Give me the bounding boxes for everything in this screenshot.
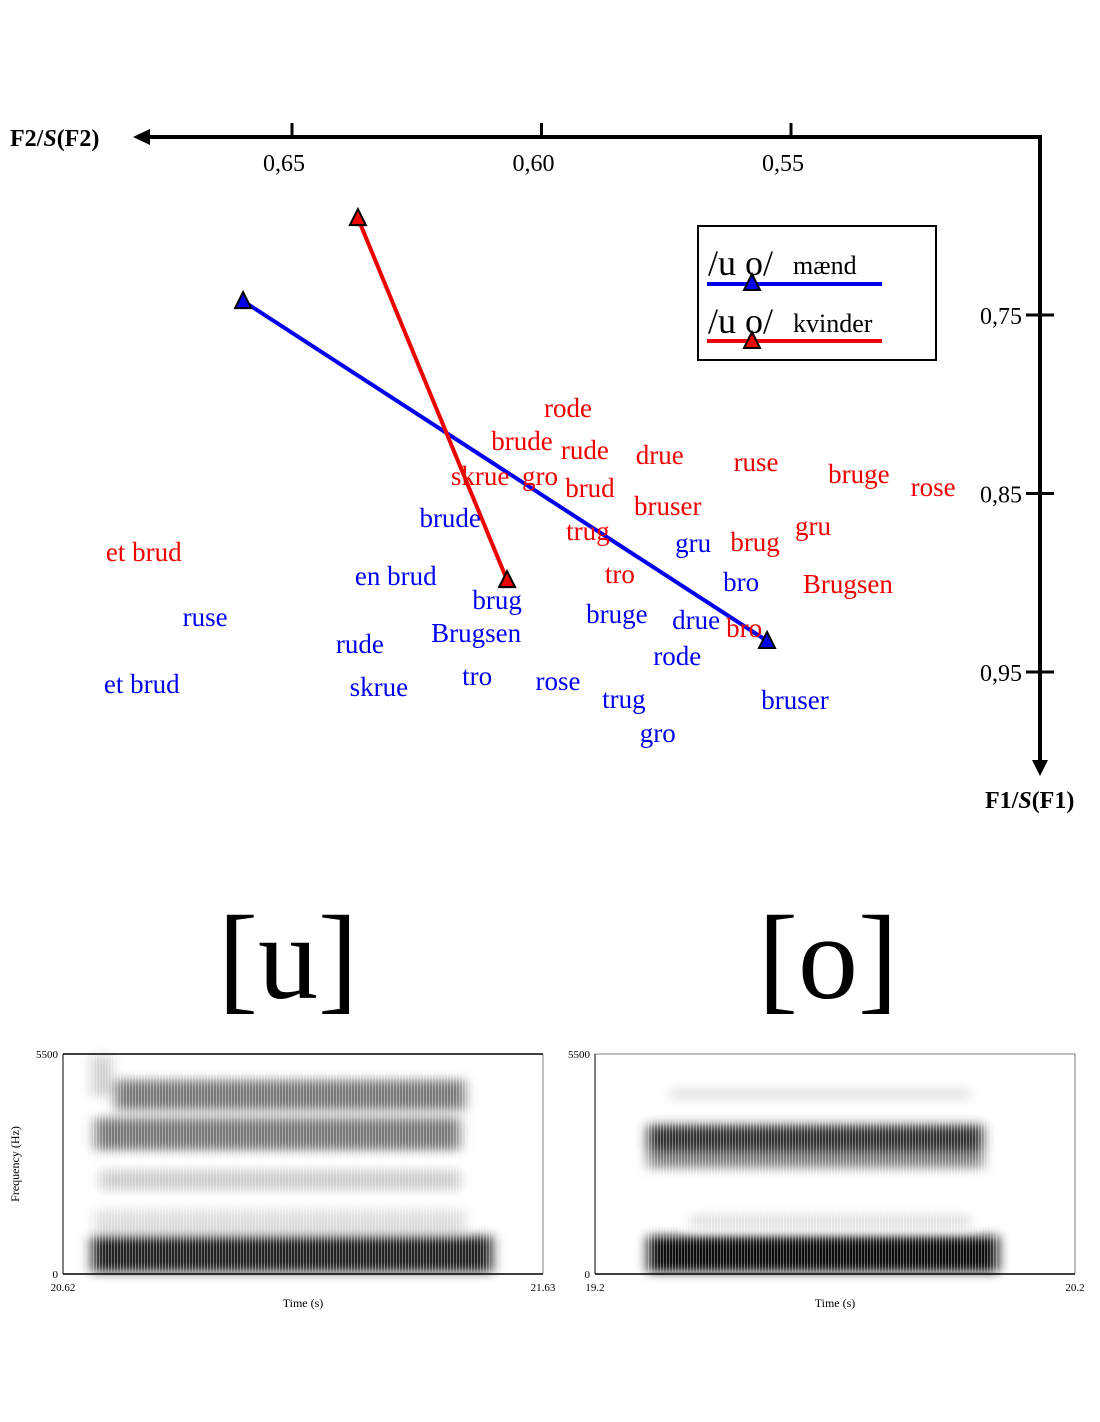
- spectrogram-u: 5500 0 20.62 21.63 Time (s) Frequency (H…: [8, 1049, 556, 1310]
- svg-text:20.62: 20.62: [51, 1282, 76, 1294]
- y-tick-label: 0,85: [980, 483, 1022, 509]
- point-label-mænd: rode: [653, 641, 701, 671]
- point-label-kvinder: bro: [726, 613, 762, 643]
- x-tick-label: 0,55: [762, 151, 804, 177]
- svg-text:0: 0: [53, 1269, 59, 1281]
- point-label-mænd: Brugsen: [431, 618, 521, 648]
- x-tick-label: 0,60: [513, 151, 555, 177]
- point-label-kvinder: rode: [544, 393, 592, 423]
- point-label-mænd: drue: [672, 605, 720, 635]
- point-label-mænd: gro: [640, 718, 676, 748]
- svg-text:kvinder: kvinder: [793, 309, 873, 338]
- triangle-marker-icon: [497, 568, 517, 589]
- point-label-mænd: ruse: [183, 602, 228, 632]
- triangle-marker-icon: [742, 271, 762, 291]
- svg-text:mænd: mænd: [793, 251, 857, 280]
- svg-text:Frequency (Hz): Frequency (Hz): [8, 1126, 22, 1202]
- point-label-kvinder: drue: [636, 440, 684, 470]
- point-label-kvinder: gro: [522, 461, 558, 491]
- point-label-mænd: et brud: [104, 669, 180, 699]
- point-label-mænd: bro: [723, 567, 759, 597]
- point-label-mænd: skrue: [350, 672, 408, 702]
- svg-text:5500: 5500: [36, 1049, 59, 1061]
- x-axis-label: F2/S(F2): [10, 126, 99, 152]
- point-label-mænd: en brud: [355, 561, 437, 591]
- point-label-mænd: bruser: [761, 685, 828, 715]
- y-axis-label: F1/S(F1): [985, 788, 1074, 814]
- trajectory-line-mænd: [242, 299, 769, 643]
- trajectory-line-kvinder: [356, 217, 509, 581]
- svg-text:Time (s): Time (s): [283, 1296, 324, 1310]
- point-label-kvinder: tro: [605, 559, 635, 589]
- point-label-mænd: tro: [462, 661, 492, 691]
- point-label-kvinder: brud: [565, 473, 615, 503]
- svg-text:20.2: 20.2: [1065, 1282, 1084, 1294]
- svg-text:19.2: 19.2: [585, 1282, 604, 1294]
- point-label-mænd: brude: [419, 503, 480, 533]
- y-tick-label: 0,75: [980, 304, 1022, 330]
- x-axis: F2/S(F2) 0,65 0,60 0,55: [10, 123, 1042, 177]
- y-axis-arrow-icon: [1032, 760, 1048, 776]
- svg-text:/u o/: /u o/: [708, 301, 773, 341]
- svg-text:5500: 5500: [568, 1049, 591, 1061]
- legend-entry-maend: /u o/ mænd: [707, 243, 882, 291]
- spectrogram-title-o: [o]: [758, 891, 898, 1024]
- point-label-kvinder: Brugsen: [803, 569, 893, 599]
- point-label-kvinder: et brud: [106, 537, 182, 567]
- point-label-kvinder: rose: [911, 472, 956, 502]
- svg-text:/u o/: /u o/: [708, 243, 773, 283]
- point-label-kvinder: brug: [730, 527, 780, 557]
- point-label-kvinder: rude: [561, 435, 609, 465]
- svg-text:0: 0: [585, 1269, 591, 1281]
- spectrogram-o: 5500 0 19.2 20.2 Time (s): [568, 1049, 1085, 1310]
- point-label-kvinder: brude: [491, 426, 552, 456]
- point-label-kvinder: trug: [566, 516, 610, 546]
- y-axis: F1/S(F1) 0,75 0,85 0,95: [980, 135, 1074, 814]
- point-label-kvinder: ruse: [734, 447, 779, 477]
- triangle-marker-icon: [348, 206, 368, 227]
- svg-text:Time (s): Time (s): [815, 1296, 856, 1310]
- triangle-marker-icon: [233, 289, 253, 310]
- point-label-mænd: rose: [535, 666, 580, 696]
- x-tick-label: 0,65: [263, 151, 305, 177]
- point-label-kvinder: bruge: [828, 459, 889, 489]
- legend-entry-kvinder: /u o/ kvinder: [707, 301, 882, 349]
- point-label-mænd: gru: [675, 528, 711, 558]
- point-label-mænd: bruge: [586, 599, 647, 629]
- x-axis-arrow-icon: [133, 129, 150, 145]
- point-label-mænd: brug: [472, 585, 522, 615]
- point-label-kvinder: skrue: [451, 461, 509, 491]
- legend: /u o/ mænd /u o/ kvinder: [697, 225, 937, 361]
- triangle-marker-icon: [742, 329, 762, 349]
- spectrogram-title-u: [u]: [218, 891, 358, 1024]
- svg-text:21.63: 21.63: [531, 1282, 556, 1294]
- triangle-marker-icon: [757, 629, 777, 649]
- y-tick-label: 0,95: [980, 661, 1022, 687]
- point-label-kvinder: bruser: [634, 491, 701, 521]
- point-label-kvinder: gru: [795, 511, 831, 541]
- point-label-mænd: trug: [602, 684, 646, 714]
- point-label-mænd: rude: [336, 629, 384, 659]
